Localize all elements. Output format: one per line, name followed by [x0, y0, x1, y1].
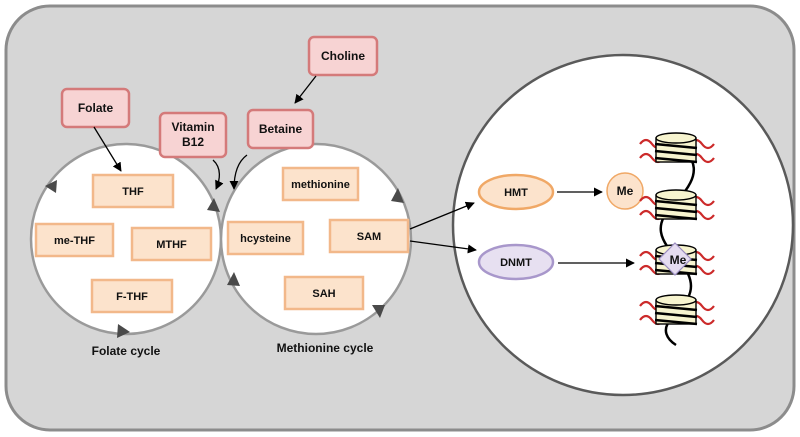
me-thf-box: me-THF	[34, 222, 115, 258]
f-thf-label: F-THF	[116, 291, 148, 303]
hcysteine-box: hcysteine	[226, 220, 305, 256]
sam-to-hmt-arrow	[409, 201, 475, 230]
folate-box: Folate	[60, 87, 131, 129]
hmt-label: HMT	[504, 187, 528, 199]
sam-label: SAM	[357, 231, 381, 243]
methyl-circle-label: Me	[617, 184, 634, 198]
methyl-diamond-label: Me	[670, 253, 687, 267]
nucleus-circle	[451, 53, 795, 397]
folate-cycle-arrowhead-top	[45, 180, 57, 193]
methionine-cycle-title: Methionine cycle	[277, 341, 374, 355]
folate-cycle-title: Folate cycle	[92, 344, 161, 358]
choline-to-betaine-arrow	[294, 75, 317, 104]
dna-wrap	[654, 213, 698, 221]
choline-label: Choline	[321, 49, 365, 63]
dnmt-ellipse: DNMT	[477, 243, 555, 281]
methionine-cycle-arrowhead-left	[227, 272, 240, 286]
input-arrows	[93, 75, 635, 268]
betaine-label: Betaine	[259, 122, 303, 136]
vitamin-b12-label-line2: B12	[182, 135, 204, 149]
methyl-group-diamond: Me	[658, 242, 692, 276]
dna-wrap	[654, 206, 698, 214]
dna-wrap	[654, 199, 698, 207]
dna-wrap	[654, 142, 698, 150]
methyl-group-circle: Me	[606, 172, 644, 210]
folate-label: Folate	[78, 101, 114, 115]
hcysteine-label: hcysteine	[240, 233, 291, 245]
histone-core-top	[655, 132, 697, 144]
dna-wrap	[654, 318, 698, 326]
nucleosome	[639, 189, 715, 221]
sah-label: SAH	[312, 288, 335, 300]
methionine-cycle-arrowhead-top	[391, 188, 404, 203]
folate-cycle-arrowhead-bottom	[117, 324, 130, 338]
thf-box: THF	[91, 173, 175, 209]
dna-wrap	[654, 304, 698, 312]
f-thf-box: F-THF	[90, 278, 174, 314]
nucleosome	[639, 294, 715, 326]
methionine-label: methionine	[291, 179, 350, 191]
mthf-box: MTHF	[130, 226, 213, 262]
dnmt-label: DNMT	[500, 257, 532, 269]
vitamin-b12-label-line1: Vitamin	[171, 120, 214, 134]
folate-cycle-arrowhead-right	[207, 198, 220, 212]
betaine-arrow	[229, 154, 248, 190]
vitamin-b12-box: Vitamin B12	[158, 111, 228, 159]
histone-core-top	[655, 189, 697, 201]
dna-wrap	[654, 156, 698, 164]
vitamin-b12-arrow	[212, 159, 224, 190]
betaine-box: Betaine	[246, 108, 315, 150]
dna-wrap	[654, 311, 698, 319]
folate-to-thf-arrow	[93, 126, 122, 172]
sam-to-dnmt-arrow	[409, 240, 477, 254]
thf-label: THF	[122, 186, 144, 198]
sam-box: SAM	[328, 218, 410, 254]
methionine-cycle-arrowhead-bottom	[372, 305, 385, 318]
cycle-arrowheads	[45, 180, 404, 338]
choline-box: Choline	[307, 35, 379, 77]
methionine-box: methionine	[281, 166, 360, 202]
nucleosome	[639, 132, 715, 164]
histone-core-top	[655, 294, 697, 306]
sah-box: SAH	[283, 275, 365, 311]
me-thf-label: me-THF	[54, 235, 95, 247]
hmt-ellipse: HMT	[477, 173, 555, 211]
dna-wrap	[654, 149, 698, 157]
mthf-label: MTHF	[156, 239, 187, 251]
